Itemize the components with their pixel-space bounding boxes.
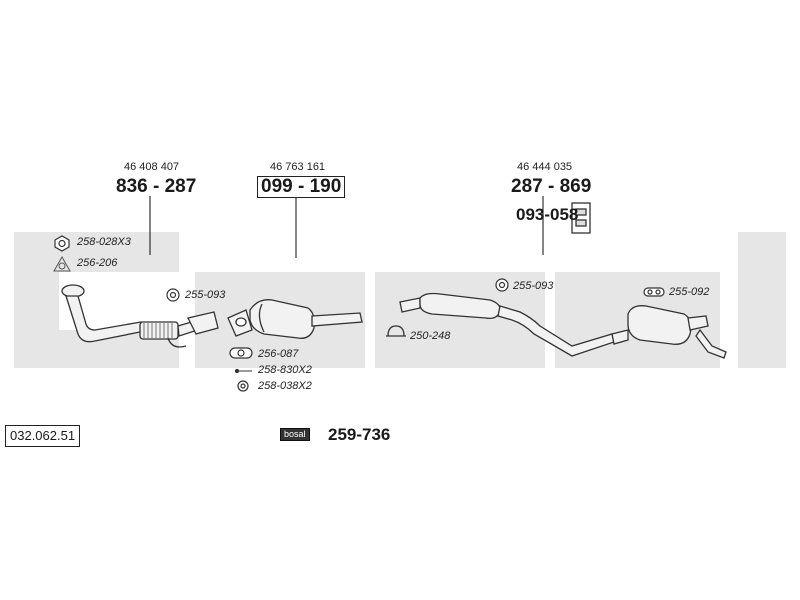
oe-number: 46 763 161 (270, 161, 326, 173)
bracket-part-number[interactable]: 093-058 (516, 205, 579, 224)
front-pipe (61, 284, 219, 348)
kit-badge: bosal (280, 428, 310, 441)
rear-silencer (611, 305, 727, 359)
part-number[interactable]: 287 - 869 (511, 176, 592, 197)
rubber-mount-icon (643, 287, 665, 297)
leader-lines (149, 196, 544, 258)
catalytic-converter (227, 299, 363, 339)
nut-icon (54, 235, 70, 252)
small-part-label[interactable]: 256-087 (258, 348, 299, 360)
oe-number: 46 408 407 (124, 161, 180, 173)
gasket-icon (229, 347, 253, 359)
clamp-icon (386, 325, 406, 337)
rubber-mount-icon (495, 278, 509, 292)
kit-part-number[interactable]: 259-736 (328, 425, 391, 444)
small-part-label[interactable]: 256-206 (77, 257, 118, 269)
bolt-icon (234, 368, 252, 374)
small-part-label[interactable]: 258-830X2 (258, 364, 312, 376)
part-number[interactable]: 836 - 287 (116, 176, 197, 197)
small-part-label[interactable]: 250-248 (410, 330, 451, 342)
rubber-mount-icon (166, 288, 180, 302)
oe-number: 46 444 035 (517, 161, 573, 173)
diagram-code: 032.062.51 (5, 425, 81, 447)
small-part-label[interactable]: 255-092 (669, 286, 710, 298)
small-part-label[interactable]: 258-038X2 (258, 380, 312, 392)
bracket-icon (571, 202, 591, 234)
spring-icon (53, 255, 71, 272)
small-part-label[interactable]: 255-093 (185, 289, 226, 301)
nut-icon (237, 380, 249, 392)
small-part-label[interactable]: 258-028X3 (77, 236, 131, 248)
part-number[interactable]: 099 - 190 (257, 176, 346, 198)
watermark-logo (14, 232, 786, 368)
small-part-label[interactable]: 255-093 (513, 280, 554, 292)
